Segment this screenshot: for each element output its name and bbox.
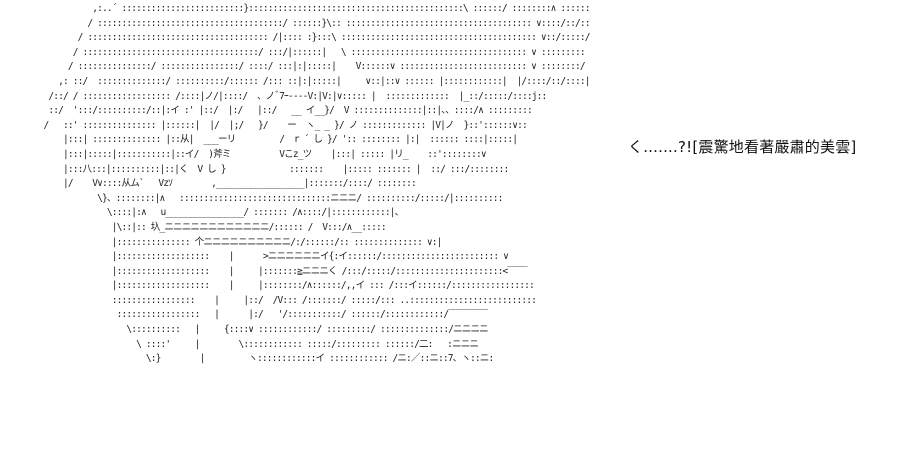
ascii-art-line: |:::| :::::::::::::: |::从| ___ーリ / r ´ し… bbox=[24, 134, 518, 146]
ascii-art-line: / :::::::::::::::/ ::::::::::::::::/ :::… bbox=[24, 61, 590, 73]
ascii-art-line: \:::::::::: | {::::∨ ::::::::::::/ :::::… bbox=[24, 324, 488, 336]
ascii-art-line: |:::八:::|::::::::::|::|く V し } ::::::: |… bbox=[24, 163, 509, 175]
ascii-art-line: |/ V∨::::从ム` Vzｿ ,__________________|:::… bbox=[24, 178, 417, 190]
ascii-art-line: |::::::::::::::::::: | >ニニニニニニイ{:イ::::::… bbox=[24, 251, 509, 263]
ascii-art: ,:..´ :::::::::::::::::::::::::}::::::::… bbox=[24, 2, 591, 452]
ascii-art-line: \ ::::' | \:::::::::::: :::::/::::::::: … bbox=[24, 338, 479, 350]
ascii-art-line: ::/ ':::/::::::::::/::|:イ :' |::/ |:/ |:… bbox=[24, 105, 532, 117]
ascii-art-line: |:::|:::::|:::::::::::|::イ/ )斧ミ Vこz_ツ |:… bbox=[24, 148, 487, 160]
ascii-art-line: ::::::::::::::::: | |:/ '/:::::::::::/ :… bbox=[24, 309, 488, 321]
ascii-art-line: / ::::::::::::::::::::::::::::::::::::: … bbox=[77, 32, 590, 44]
ascii-art-line: |::::::::::::::: 个ニニニニニニニニニニ/:/::::::/::… bbox=[24, 236, 443, 248]
ascii-art-line: |::::::::::::::::::: | |:::::::≧ニニニく /::… bbox=[24, 265, 528, 277]
ascii-art-line: ::::::::::::::::: | |::/ /V::: /:::::::/… bbox=[24, 294, 537, 306]
ascii-art-line: / ::::::::::::::::::::::::::::::::::::/ … bbox=[24, 46, 590, 58]
ascii-art-line: \}、::::::::|∧ ::::::::::::::::::::::::::… bbox=[24, 192, 503, 204]
ascii-art-line: \:} | ヽ::::::::::::イ :::::::::::: /ニ:／::… bbox=[24, 353, 494, 365]
ascii-art-line: / ::' ::::::::::::::: |::::::| |/ |;/ }/… bbox=[24, 119, 528, 131]
ascii-art-line: |::::::::::::::::::: | |::::::::/∧::::::… bbox=[24, 280, 535, 292]
caption-text: く.......?![震驚地看著嚴肅的美雲] bbox=[628, 138, 857, 156]
ascii-art-line: ,: ::/ ::::::::::::::/ ::::::::::/::::::… bbox=[24, 75, 590, 87]
ascii-art-line: |\::|:: 圦_ニニニニニニニニニニニニ/:::::: / V:::/∧__… bbox=[24, 221, 387, 233]
ascii-art-line: /::/ / :::::::::::::::::: /::::|ノ/|::::/… bbox=[24, 90, 547, 102]
ascii-art-line: ,:..´ :::::::::::::::::::::::::}::::::::… bbox=[24, 3, 590, 14]
ascii-art-line: / ::::::::::::::::::::::::::::::::::::::… bbox=[87, 17, 590, 29]
ascii-art-line: \::::|:∧ u________________/ ::::::: /∧::… bbox=[24, 207, 404, 219]
